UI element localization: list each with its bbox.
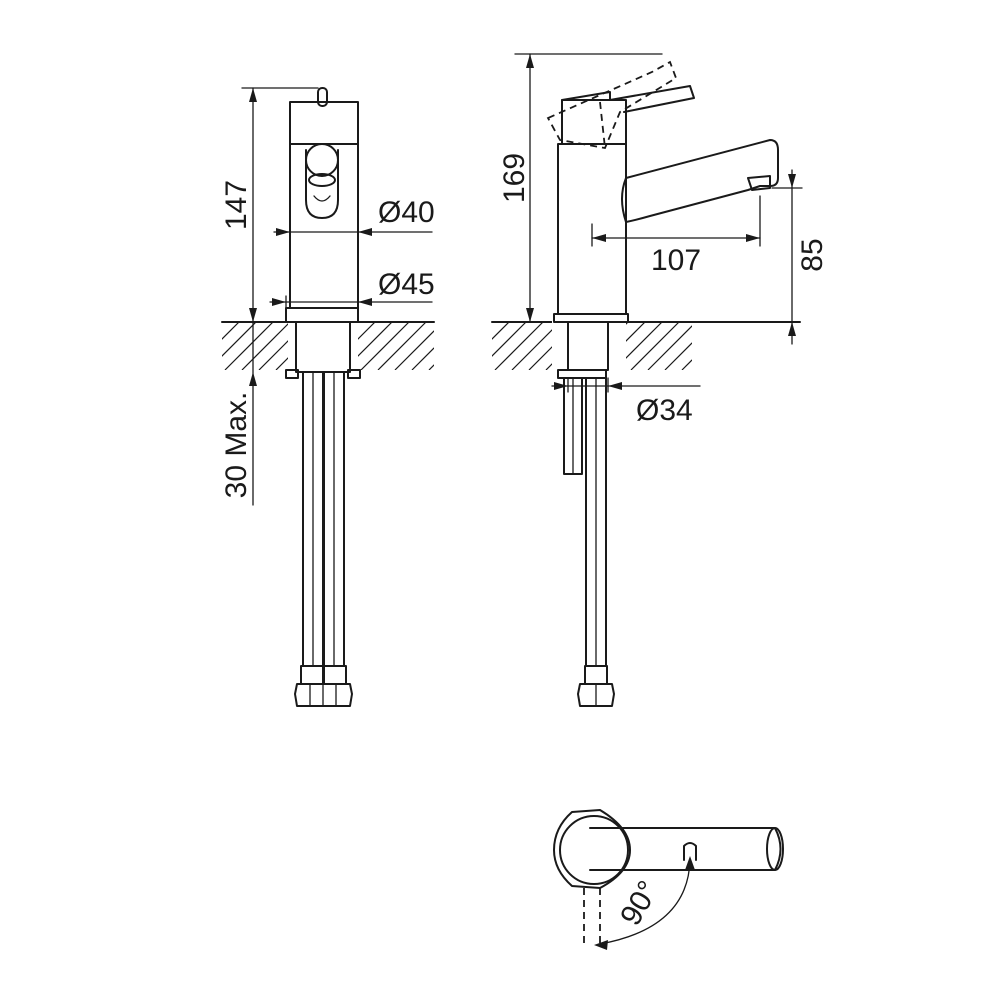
hatch-line — [222, 322, 240, 340]
hatch-line — [492, 322, 510, 340]
top-spout-end — [766, 827, 784, 871]
label-30-max: 30 Max. — [220, 392, 253, 499]
side-spout — [621, 139, 779, 223]
label-o40: Ø40 — [378, 196, 435, 229]
label-o34: Ø34 — [636, 394, 693, 427]
hatch-line — [681, 359, 692, 370]
front-nut-right — [347, 369, 361, 379]
hatch-line — [360, 322, 410, 370]
dim-o40: Ø40 — [273, 196, 435, 236]
side-lever-alternate — [546, 60, 678, 150]
dim-30-max: 30 Max. — [220, 321, 257, 506]
front-cap — [289, 101, 359, 145]
dim-169: 169 — [498, 53, 663, 323]
hatch-line — [647, 325, 692, 370]
hatch-line — [492, 322, 527, 357]
front-lever-pin — [317, 87, 328, 107]
hatch-line — [241, 322, 291, 370]
top-handle-housing — [553, 809, 631, 889]
front-nut-left — [285, 369, 299, 379]
dim-147: 147 — [220, 87, 319, 323]
label-147: 147 — [220, 180, 253, 230]
front-countertop — [221, 318, 435, 374]
label-107: 107 — [651, 244, 701, 277]
label-o45: Ø45 — [378, 268, 435, 301]
front-spout-outline — [305, 149, 339, 219]
dim-o34: Ø34 — [551, 377, 701, 427]
hatch-line — [224, 322, 274, 370]
side-hose — [577, 377, 615, 707]
top-spout-arm — [589, 827, 782, 871]
front-view: 147 30 Max. Ø40 Ø45 — [220, 87, 435, 707]
top-aerator — [683, 842, 697, 861]
hatch-line — [411, 347, 434, 370]
dim-107: 107 — [591, 195, 761, 277]
hatch-line — [492, 322, 493, 323]
hatch-line — [222, 322, 257, 357]
hatch-line — [664, 342, 692, 370]
top-body-circle — [559, 815, 629, 885]
front-hoses — [294, 371, 353, 707]
dim-o45: Ø45 — [269, 268, 435, 309]
front-spout-tip — [305, 143, 339, 177]
hatch-line — [494, 322, 544, 370]
side-countertop — [491, 318, 801, 374]
front-body — [289, 143, 359, 309]
front-aerator — [308, 173, 336, 187]
top-view: 90° — [553, 809, 784, 950]
hatch-line — [377, 322, 427, 370]
dim-85: 85 — [771, 169, 829, 345]
label-169: 169 — [498, 153, 531, 203]
hatch-line — [394, 330, 434, 370]
hatch-line — [222, 322, 223, 323]
hatch-line — [630, 322, 680, 370]
hatch-line — [428, 364, 434, 370]
side-view: 169 107 85 Ø34 — [491, 53, 829, 707]
side-lever — [561, 85, 695, 145]
label-85: 85 — [796, 238, 829, 271]
